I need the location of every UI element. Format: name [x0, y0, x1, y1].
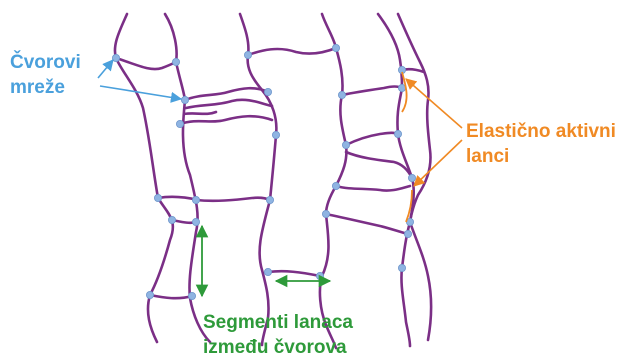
node-marker	[168, 216, 175, 223]
network-nodes-label-line2: mreže	[10, 75, 81, 100]
active-chains-arrows	[402, 72, 462, 222]
chain-strand	[346, 152, 412, 178]
node-marker	[316, 272, 323, 279]
chain-strand	[326, 214, 408, 234]
chain-strand	[268, 271, 320, 276]
node-marker	[176, 120, 183, 127]
node-marker	[244, 51, 251, 58]
chain-strand	[336, 186, 410, 191]
node-marker	[154, 194, 161, 201]
node-marker	[264, 268, 271, 275]
node-marker	[181, 96, 188, 103]
node-marker	[322, 210, 329, 217]
active-chains-label-line1: Elastično aktivni	[466, 119, 616, 144]
active-arrow-upper	[406, 79, 462, 128]
chain-segments-label: Segmenti lanaca između čvorova	[203, 310, 353, 360]
nodes-arrow-upper	[98, 60, 113, 78]
elastically-active-chains-label: Elastično aktivni lanci	[466, 119, 616, 169]
chain-strand	[116, 58, 176, 69]
node-marker	[342, 141, 349, 148]
chain-strand	[115, 14, 173, 342]
node-marker	[332, 44, 339, 51]
chain-strand	[196, 198, 270, 201]
segments-label-line2: između čvorova	[203, 335, 353, 360]
node-marker	[338, 91, 345, 98]
chain-strand	[342, 87, 402, 96]
node-marker	[266, 196, 273, 203]
chain-strand	[185, 88, 268, 100]
node-marker	[398, 264, 405, 271]
chain-strand	[320, 14, 347, 348]
node-marker	[188, 292, 195, 299]
polymer-chains	[115, 14, 431, 348]
network-nodes-label: Čvorovi mreže	[10, 50, 81, 100]
chain-strand	[240, 14, 276, 345]
node-marker	[394, 130, 401, 137]
chain-strand	[150, 295, 192, 298]
node-marker	[272, 131, 279, 138]
network-nodes-label-line1: Čvorovi	[10, 50, 81, 75]
node-marker	[404, 230, 411, 237]
network-nodes	[112, 44, 415, 299]
active-arrow-lower	[414, 140, 462, 186]
chain-strand	[378, 14, 414, 346]
chain-strand	[180, 116, 272, 124]
chain-strand	[186, 100, 272, 108]
node-marker	[192, 196, 199, 203]
node-marker	[264, 88, 271, 95]
node-marker	[172, 58, 179, 65]
active-chains-label-line2: lanci	[466, 144, 616, 169]
nodes-arrow-lower	[100, 86, 181, 99]
chain-strand	[248, 48, 336, 55]
node-marker	[332, 182, 339, 189]
segments-label-line1: Segmenti lanaca	[203, 310, 353, 335]
node-marker	[192, 218, 199, 225]
chain-strand	[158, 197, 198, 200]
node-marker	[146, 291, 153, 298]
chain-strand	[184, 112, 216, 114]
chain-strand	[346, 133, 398, 145]
node-marker	[408, 174, 415, 181]
